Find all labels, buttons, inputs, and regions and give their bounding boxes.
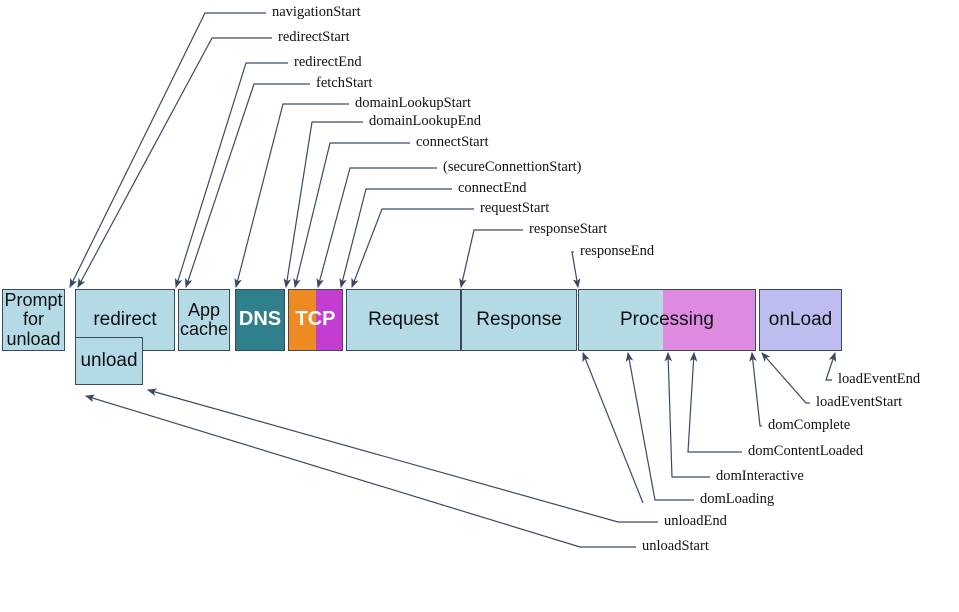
leader-line-connectStart: [293, 142, 410, 289]
timing-label-domComplete: domComplete: [768, 417, 851, 433]
leader-line-loadEventStart: [761, 352, 810, 404]
leader-line-secureConnectionStart: [316, 167, 437, 289]
phase-box-request[interactable]: Request: [346, 289, 461, 351]
timing-label-responseEnd: responseEnd: [580, 243, 655, 259]
phase-label-request: Request: [368, 308, 439, 330]
leader-line-domainLookupEnd: [283, 121, 363, 289]
leader-line-navigationStart: [69, 12, 266, 289]
phase-label-unload: unload: [80, 349, 138, 371]
phase-label-redirect: redirect: [93, 308, 157, 330]
leader-line-redirectEnd: [174, 62, 288, 289]
leader-line-responseEnd: [571, 251, 581, 289]
timing-label-secureConnectionStart: (secureConnettionStart): [443, 159, 582, 175]
leader-line-domContentLoaded: [687, 351, 742, 453]
leader-line-unloadEnd: [146, 388, 658, 523]
timing-label-domInteractive: domInteractive: [716, 468, 804, 484]
phase-label-onload: onLoad: [768, 308, 833, 330]
timing-label-domainLookupStart: domainLookupStart: [355, 95, 471, 111]
timing-label-domContentLoaded: domContentLoaded: [748, 443, 864, 459]
timing-label-redirectStart: redirectStart: [278, 29, 350, 45]
phase-box-unload[interactable]: unload: [75, 337, 143, 385]
leader-line-processing-left-arrow: [582, 351, 644, 504]
phase-label-response: Response: [476, 308, 562, 330]
timing-label-loadEventStart: loadEventStart: [816, 394, 903, 410]
phase-label-tcp: TCP: [295, 308, 336, 331]
leader-line-domInteractive: [664, 351, 710, 478]
timing-label-unloadEnd: unloadEnd: [664, 513, 727, 529]
leader-line-fetchStart: [185, 83, 310, 289]
leader-line-domainLookupStart: [234, 103, 349, 289]
leader-line-domLoading: [625, 351, 694, 501]
leader-line-connectEnd: [339, 188, 452, 289]
phase-box-response[interactable]: Response: [461, 289, 577, 351]
timing-label-connectStart: connectStart: [416, 134, 489, 150]
phase-label-dns: DNS: [238, 308, 282, 331]
leader-line-redirectStart: [77, 37, 272, 289]
processing-late-segment: [663, 290, 755, 350]
phase-box-dns[interactable]: DNS: [235, 289, 285, 351]
timing-label-navigationStart: navigationStart: [272, 4, 361, 20]
phase-box-onload[interactable]: onLoad: [759, 289, 842, 351]
timing-label-loadEventEnd: loadEventEnd: [838, 371, 921, 387]
timing-label-connectEnd: connectEnd: [458, 180, 527, 196]
leader-line-requestStart: [351, 208, 474, 289]
timing-label-redirectEnd: redirectEnd: [294, 54, 362, 70]
timing-label-requestStart: requestStart: [480, 200, 550, 216]
timing-label-domainLookupEnd: domainLookupEnd: [369, 113, 481, 129]
timing-label-fetchStart: fetchStart: [316, 75, 373, 91]
phase-label-processing: Processing: [620, 308, 714, 330]
tcp-secure-connection-segment: [315, 290, 342, 350]
leader-line-responseStart: [459, 229, 523, 289]
timing-label-responseStart: responseStart: [529, 221, 608, 237]
timing-label-domLoading: domLoading: [700, 491, 775, 507]
leader-line-domComplete: [749, 351, 762, 427]
timing-label-unloadStart: unloadStart: [642, 538, 709, 554]
leader-line-loadEventEnd: [825, 351, 836, 381]
phase-box-tcp[interactable]: TCP: [288, 289, 343, 351]
leader-line-unloadStart: [84, 394, 636, 548]
phase-box-processing[interactable]: Processing: [578, 289, 756, 351]
